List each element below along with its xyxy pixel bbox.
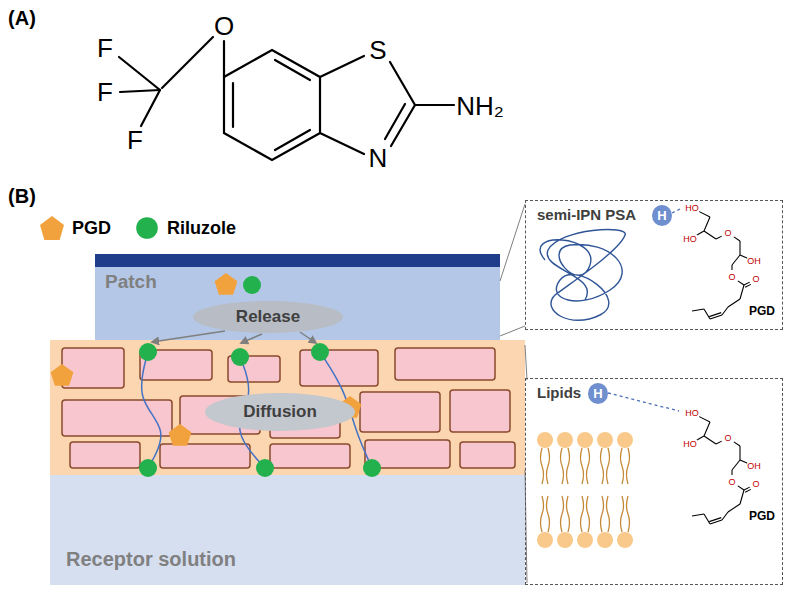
riluzole-structure: [119, 37, 454, 160]
hydrogen-bond: [608, 209, 680, 411]
node-label: Receptor solution: [66, 548, 236, 571]
legend-text: PGD: [72, 218, 111, 239]
atom-label: O: [214, 13, 234, 39]
legend-swatch: [135, 216, 159, 240]
atom-label: S: [369, 37, 386, 63]
atom-label: OH: [747, 257, 761, 266]
diffusion-paths: [142, 331, 372, 468]
panel-letter: (A): [8, 8, 36, 28]
inset-box: semi-IPN PSA H: [525, 200, 783, 330]
skin-layer: [50, 340, 525, 475]
patch-layer: [95, 267, 500, 340]
atom-label: O: [724, 434, 731, 443]
node-label: Diffusion: [243, 402, 317, 422]
atom-label: O: [728, 478, 735, 487]
molecule-name: PGD: [749, 305, 775, 317]
atom-label: O: [752, 480, 759, 489]
atom-label: HO: [685, 409, 699, 418]
atom-label: F: [97, 35, 113, 61]
atom-label: O: [752, 275, 759, 284]
hydrogen-circle: H: [588, 383, 608, 404]
molecule-name: PGD: [749, 510, 775, 522]
molecules: [51, 273, 381, 477]
backing-layer: [95, 254, 500, 267]
atom-label: O: [728, 273, 735, 282]
atom-label: N: [369, 145, 388, 171]
receptor-layer: [50, 475, 525, 585]
atom-label: HO: [685, 204, 699, 213]
node-label: H: [657, 208, 666, 223]
corneocytes: [62, 348, 515, 468]
atom-label: F: [127, 127, 143, 153]
node-label: Patch: [105, 271, 157, 293]
patch-box: PatchRelease: [95, 267, 500, 340]
receptor-box: Receptor solution: [50, 475, 525, 585]
atom-label: NH₂: [456, 93, 504, 119]
hydrogen-circle: H: [652, 205, 672, 226]
node-label: Lipids: [537, 384, 581, 401]
atom-label: F: [97, 79, 113, 105]
zoom-connector: [500, 204, 525, 336]
release-ellipse: Release: [193, 301, 343, 333]
legend-item: Riluzole: [135, 216, 236, 240]
panel-letter: (B): [8, 186, 36, 206]
legend: PGD Riluzole: [40, 216, 260, 240]
atom-label: HO: [683, 440, 697, 449]
node-label: Release: [236, 307, 300, 327]
atom-label: HO: [683, 235, 697, 244]
pgd-structure: [692, 211, 751, 524]
legend-text: Riluzole: [167, 218, 236, 239]
atom-label: O: [724, 229, 731, 238]
node-label: H: [593, 386, 602, 401]
atom-label: OH: [747, 462, 761, 471]
legend-swatch: [40, 216, 64, 240]
diffusion-ellipse: Diffusion: [205, 393, 355, 431]
polymer-network: [540, 230, 625, 321]
inset-box: Lipids H: [525, 378, 783, 585]
node-label: semi-IPN PSA: [537, 206, 636, 223]
legend-item: PGD: [40, 216, 111, 240]
lipid-bilayer: [537, 432, 633, 548]
